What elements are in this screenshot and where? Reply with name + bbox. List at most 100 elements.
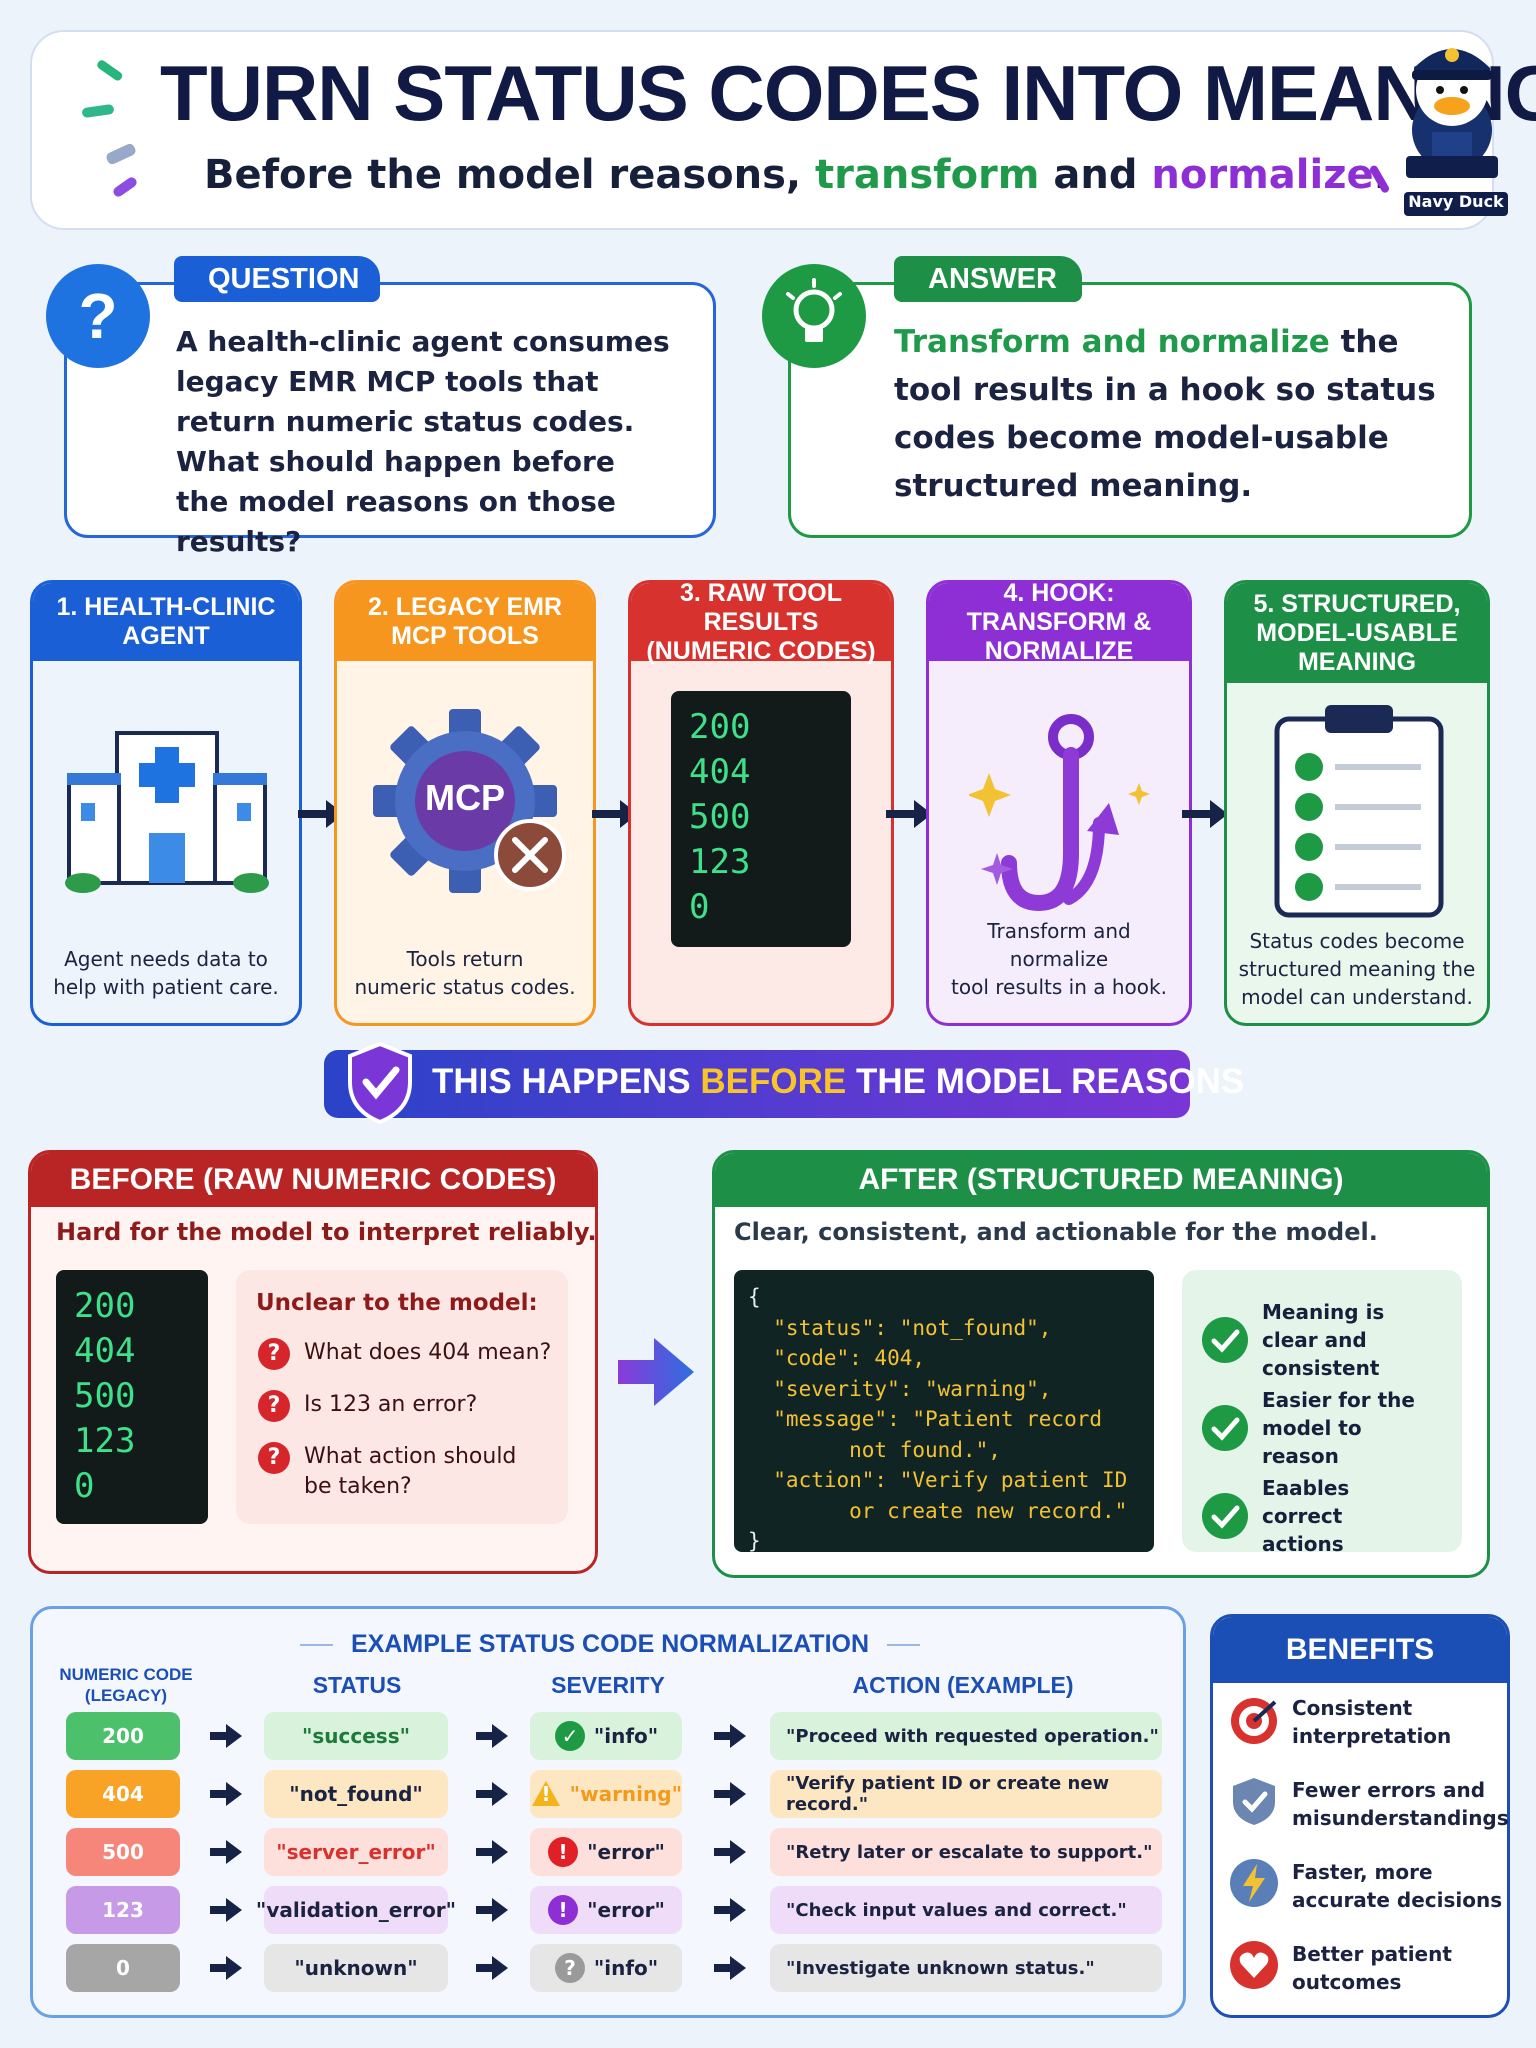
- svg-text:?: ?: [78, 280, 117, 352]
- brush-stroke-decoration-icon: [82, 60, 137, 197]
- arrow-right-icon: [210, 1782, 242, 1806]
- check-circle-icon: [1202, 1405, 1248, 1451]
- table-cell-status: "not_found": [264, 1770, 448, 1818]
- arrow-right-icon: [476, 1956, 508, 1980]
- arrow-right-icon: [476, 1840, 508, 1864]
- lightning-icon: [1230, 1859, 1278, 1907]
- question-mark-icon: ?: [258, 1442, 290, 1474]
- after-benefit-item: Easier for the model to reason: [1202, 1386, 1452, 1470]
- svg-text:?: ?: [564, 1956, 576, 1980]
- table-cell-status: "unknown": [264, 1944, 448, 1992]
- purple-stroke-decoration-icon: [1370, 165, 1389, 193]
- answer-tag: ANSWER: [894, 256, 1082, 302]
- step-5-card: 5. STRUCTURED, MODEL-USABLE MEANING Stat…: [1224, 580, 1490, 1026]
- column-header-code: NUMERIC CODE (LEGACY): [59, 1665, 193, 1705]
- mcp-label: MCP: [425, 777, 505, 818]
- arrow-right-icon: [210, 1956, 242, 1980]
- arrow-right-icon: [592, 800, 638, 828]
- arrow-right-icon: [476, 1898, 508, 1922]
- table-cell-severity: ✓"info": [530, 1712, 682, 1760]
- mascot-label: Navy Duck: [1404, 192, 1508, 216]
- table-cell-code: 0: [66, 1944, 180, 1992]
- benefits-title: BENEFITS: [1213, 1617, 1507, 1683]
- before-title: BEFORE (RAW NUMERIC CODES): [31, 1153, 595, 1207]
- table-cell-severity: ?"info": [530, 1944, 682, 1992]
- table-cell-code: 123: [66, 1886, 180, 1934]
- arrow-right-icon: [210, 1724, 242, 1748]
- step-4-title: 4. HOOK: TRANSFORM & NORMALIZE: [929, 583, 1189, 665]
- svg-text:!: !: [559, 1840, 568, 1864]
- shield-check-icon: [1233, 1778, 1275, 1825]
- shield-check-icon: [348, 1041, 412, 1125]
- arrow-right-icon: [886, 800, 932, 828]
- arrow-right-icon: [1182, 800, 1228, 828]
- table-cell-status: "server_error": [264, 1828, 448, 1876]
- table-cell-action: "Retry later or escalate to support.": [770, 1828, 1162, 1876]
- table-cell-severity: !"error": [530, 1828, 682, 1876]
- column-header-action: ACTION (EXAMPLE): [852, 1672, 1074, 1698]
- arrow-right-icon: [714, 1840, 746, 1864]
- step-1-title: 1. HEALTH-CLINIC AGENT: [33, 583, 299, 661]
- step-4-card: 4. HOOK: TRANSFORM & NORMALIZE Transform…: [926, 580, 1192, 1026]
- table-cell-severity: !"error": [530, 1886, 682, 1934]
- unclear-question: ?What action should be taken?: [258, 1442, 558, 1502]
- table-cell-code: 200: [66, 1712, 180, 1760]
- table-cell-action: "Investigate unknown status.": [770, 1944, 1162, 1992]
- json-code-box: { "status": "not_found", "code": 404, "s…: [734, 1270, 1154, 1553]
- mcp-gear-icon: [373, 709, 566, 893]
- question-mark-icon: ?: [258, 1338, 290, 1370]
- after-title: AFTER (STRUCTURED MEANING): [715, 1153, 1487, 1207]
- table-title: EXAMPLE STATUS CODE NORMALIZATION: [350, 1630, 870, 1658]
- column-header-status: STATUS: [312, 1672, 402, 1698]
- arrow-right-icon: [210, 1840, 242, 1864]
- column-header-severity: SEVERITY: [551, 1672, 665, 1698]
- table-cell-status: "validation_error": [256, 1886, 456, 1934]
- navy-duck-mascot-icon: [1406, 48, 1498, 178]
- answer-card: [788, 282, 1472, 538]
- arrow-right-icon: [714, 1724, 746, 1748]
- table-cell-action: "Check input values and correct.": [770, 1886, 1162, 1934]
- check-circle-icon: [1202, 1493, 1248, 1539]
- arrow-right-icon: [298, 800, 344, 828]
- arrow-right-icon: [714, 1782, 746, 1806]
- severity-icon: !: [548, 1895, 579, 1925]
- after-benefit-item: Meaning is clear and consistent: [1202, 1298, 1452, 1382]
- lightbulb-icon: [762, 264, 866, 368]
- before-subtitle: Hard for the model to interpret reliably…: [56, 1218, 597, 1246]
- question-tag: QUESTION: [174, 256, 380, 302]
- clipboard-checklist-icon: [1274, 705, 1444, 918]
- arrow-right-icon: [714, 1956, 746, 1980]
- question-card: [64, 282, 716, 538]
- arrow-right-icon: [476, 1724, 508, 1748]
- banner-text: THIS HAPPENS BEFORE THE MODEL REASONS: [432, 1062, 1245, 1101]
- table-title-row: EXAMPLE STATUS CODE NORMALIZATION: [300, 1630, 921, 1659]
- table-cell-action: "Verify patient ID or create new record.…: [770, 1770, 1162, 1818]
- arrow-right-icon: [210, 1898, 242, 1922]
- unclear-question: ?Is 123 an error?: [258, 1390, 558, 1422]
- before-model-banner: [324, 1050, 1190, 1118]
- table-cell-action: "Proceed with requested operation.": [770, 1712, 1162, 1760]
- page-title: TURN STATUS CODES INTO MEANING: [160, 49, 1536, 137]
- svg-text:!: !: [541, 1782, 550, 1806]
- severity-icon: !: [532, 1781, 560, 1806]
- after-benefit-item: Eaables correct actions: [1202, 1474, 1452, 1558]
- arrow-right-icon: [714, 1898, 746, 1922]
- step-3-title: 3. RAW TOOL RESULTS (NUMERIC CODES): [631, 583, 891, 665]
- table-cell-status: "success": [264, 1712, 448, 1760]
- step-2-card: 2. LEGACY EMR MCP TOOLS MCP Tools return…: [334, 580, 596, 1026]
- question-mark-icon: ?: [258, 1390, 290, 1422]
- unclear-box: [236, 1270, 568, 1524]
- table-cell-severity: !"warning": [530, 1770, 682, 1818]
- question-mark-icon: ?: [46, 264, 150, 368]
